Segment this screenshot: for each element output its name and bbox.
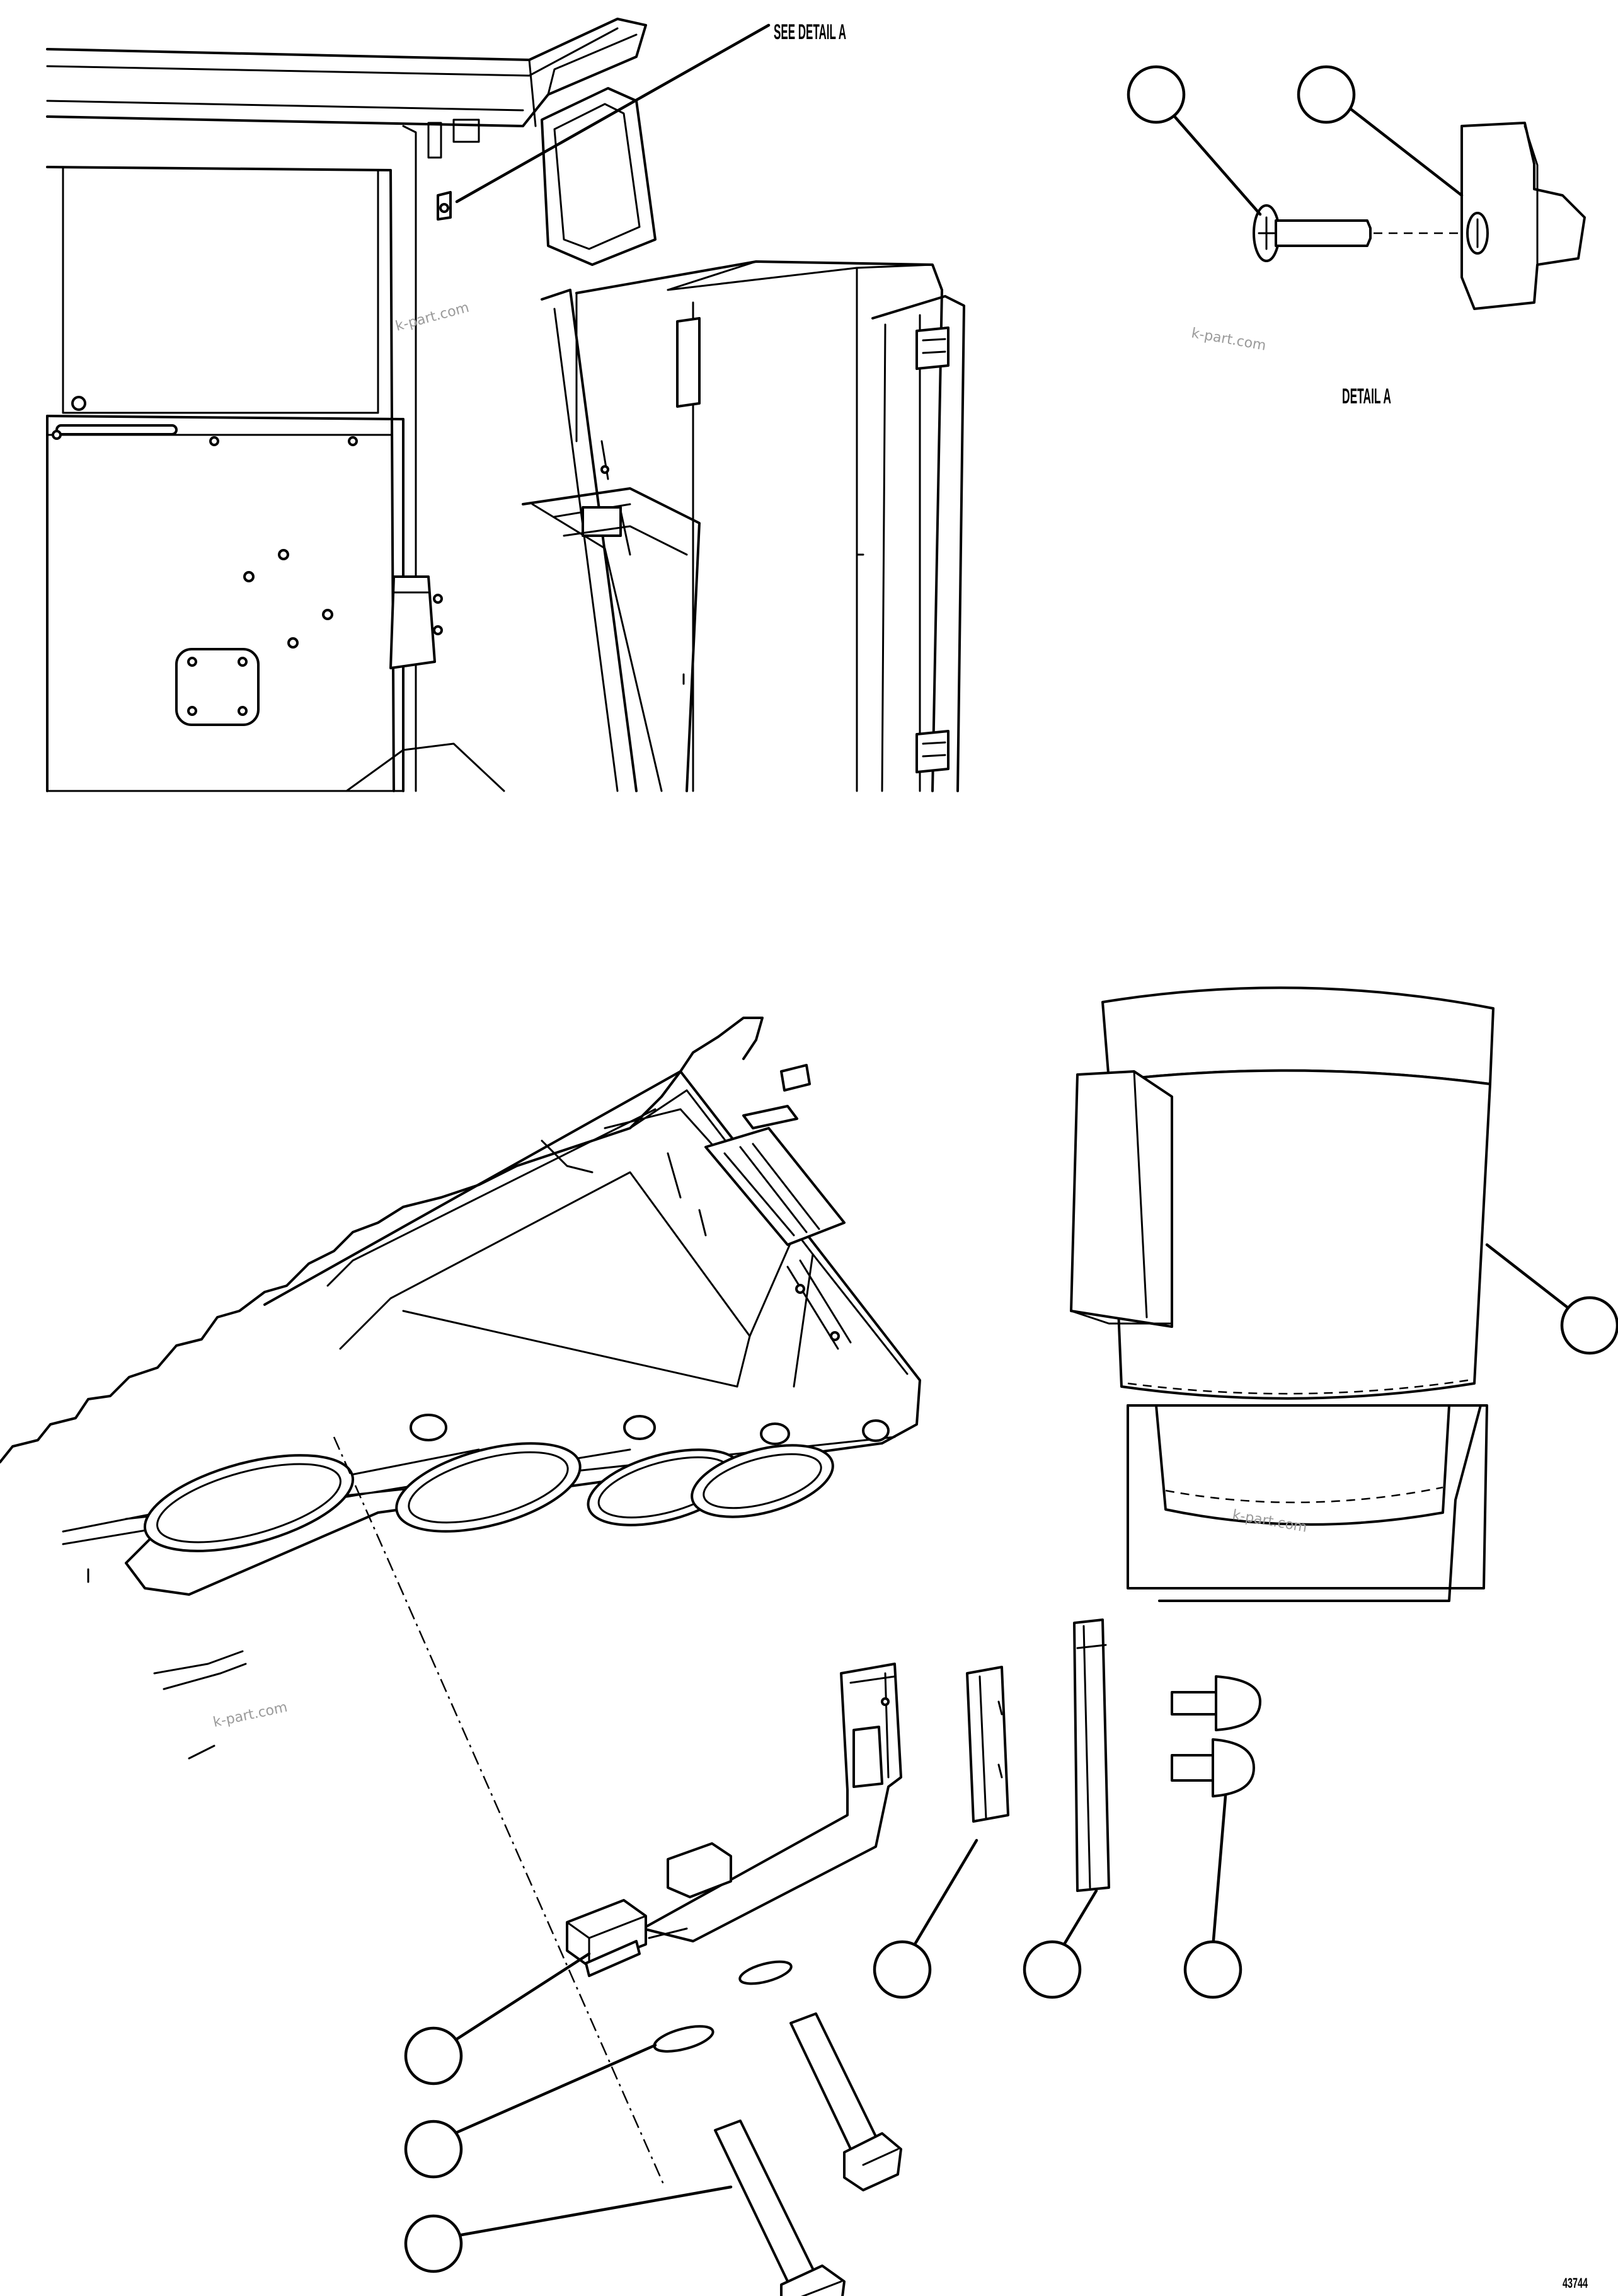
callout-balloon [1183,1940,1242,1999]
callout-balloon [1127,65,1186,124]
drawing-number: 43744 [1563,2275,1588,2291]
callout-balloon [1023,1940,1082,1999]
washer-part [653,2025,714,2053]
callout-balloon [1297,65,1356,124]
see-detail-label: SEE DETAIL A [774,20,846,44]
assembly-centerline [333,1436,666,2188]
callout-balloon [404,2214,463,2273]
see-detail-leader [455,23,771,204]
watermark: k-part.com [1190,325,1267,354]
rubber-foot-view [1070,986,1495,1602]
watermark: k-part.com [212,1700,289,1731]
callout-balloon [873,1940,932,1999]
cabinet-assembly-view [46,18,965,792]
shim-part [966,1666,1009,1823]
screw-part [1171,1675,1261,1797]
watermark: k-part.com [394,300,471,335]
washer-part [738,1960,793,1985]
callout-balloon [1560,1296,1618,1355]
spacer-bar-part [1073,1618,1110,1892]
callout-balloon [404,2120,463,2179]
bolt-part [714,2012,902,2296]
detail-title: DETAIL A [1342,384,1391,408]
bracket-part [566,1663,902,1977]
callout-balloon [404,2026,463,2085]
console-underside-view [0,1017,921,1760]
detail-a-view [1253,122,1586,310]
